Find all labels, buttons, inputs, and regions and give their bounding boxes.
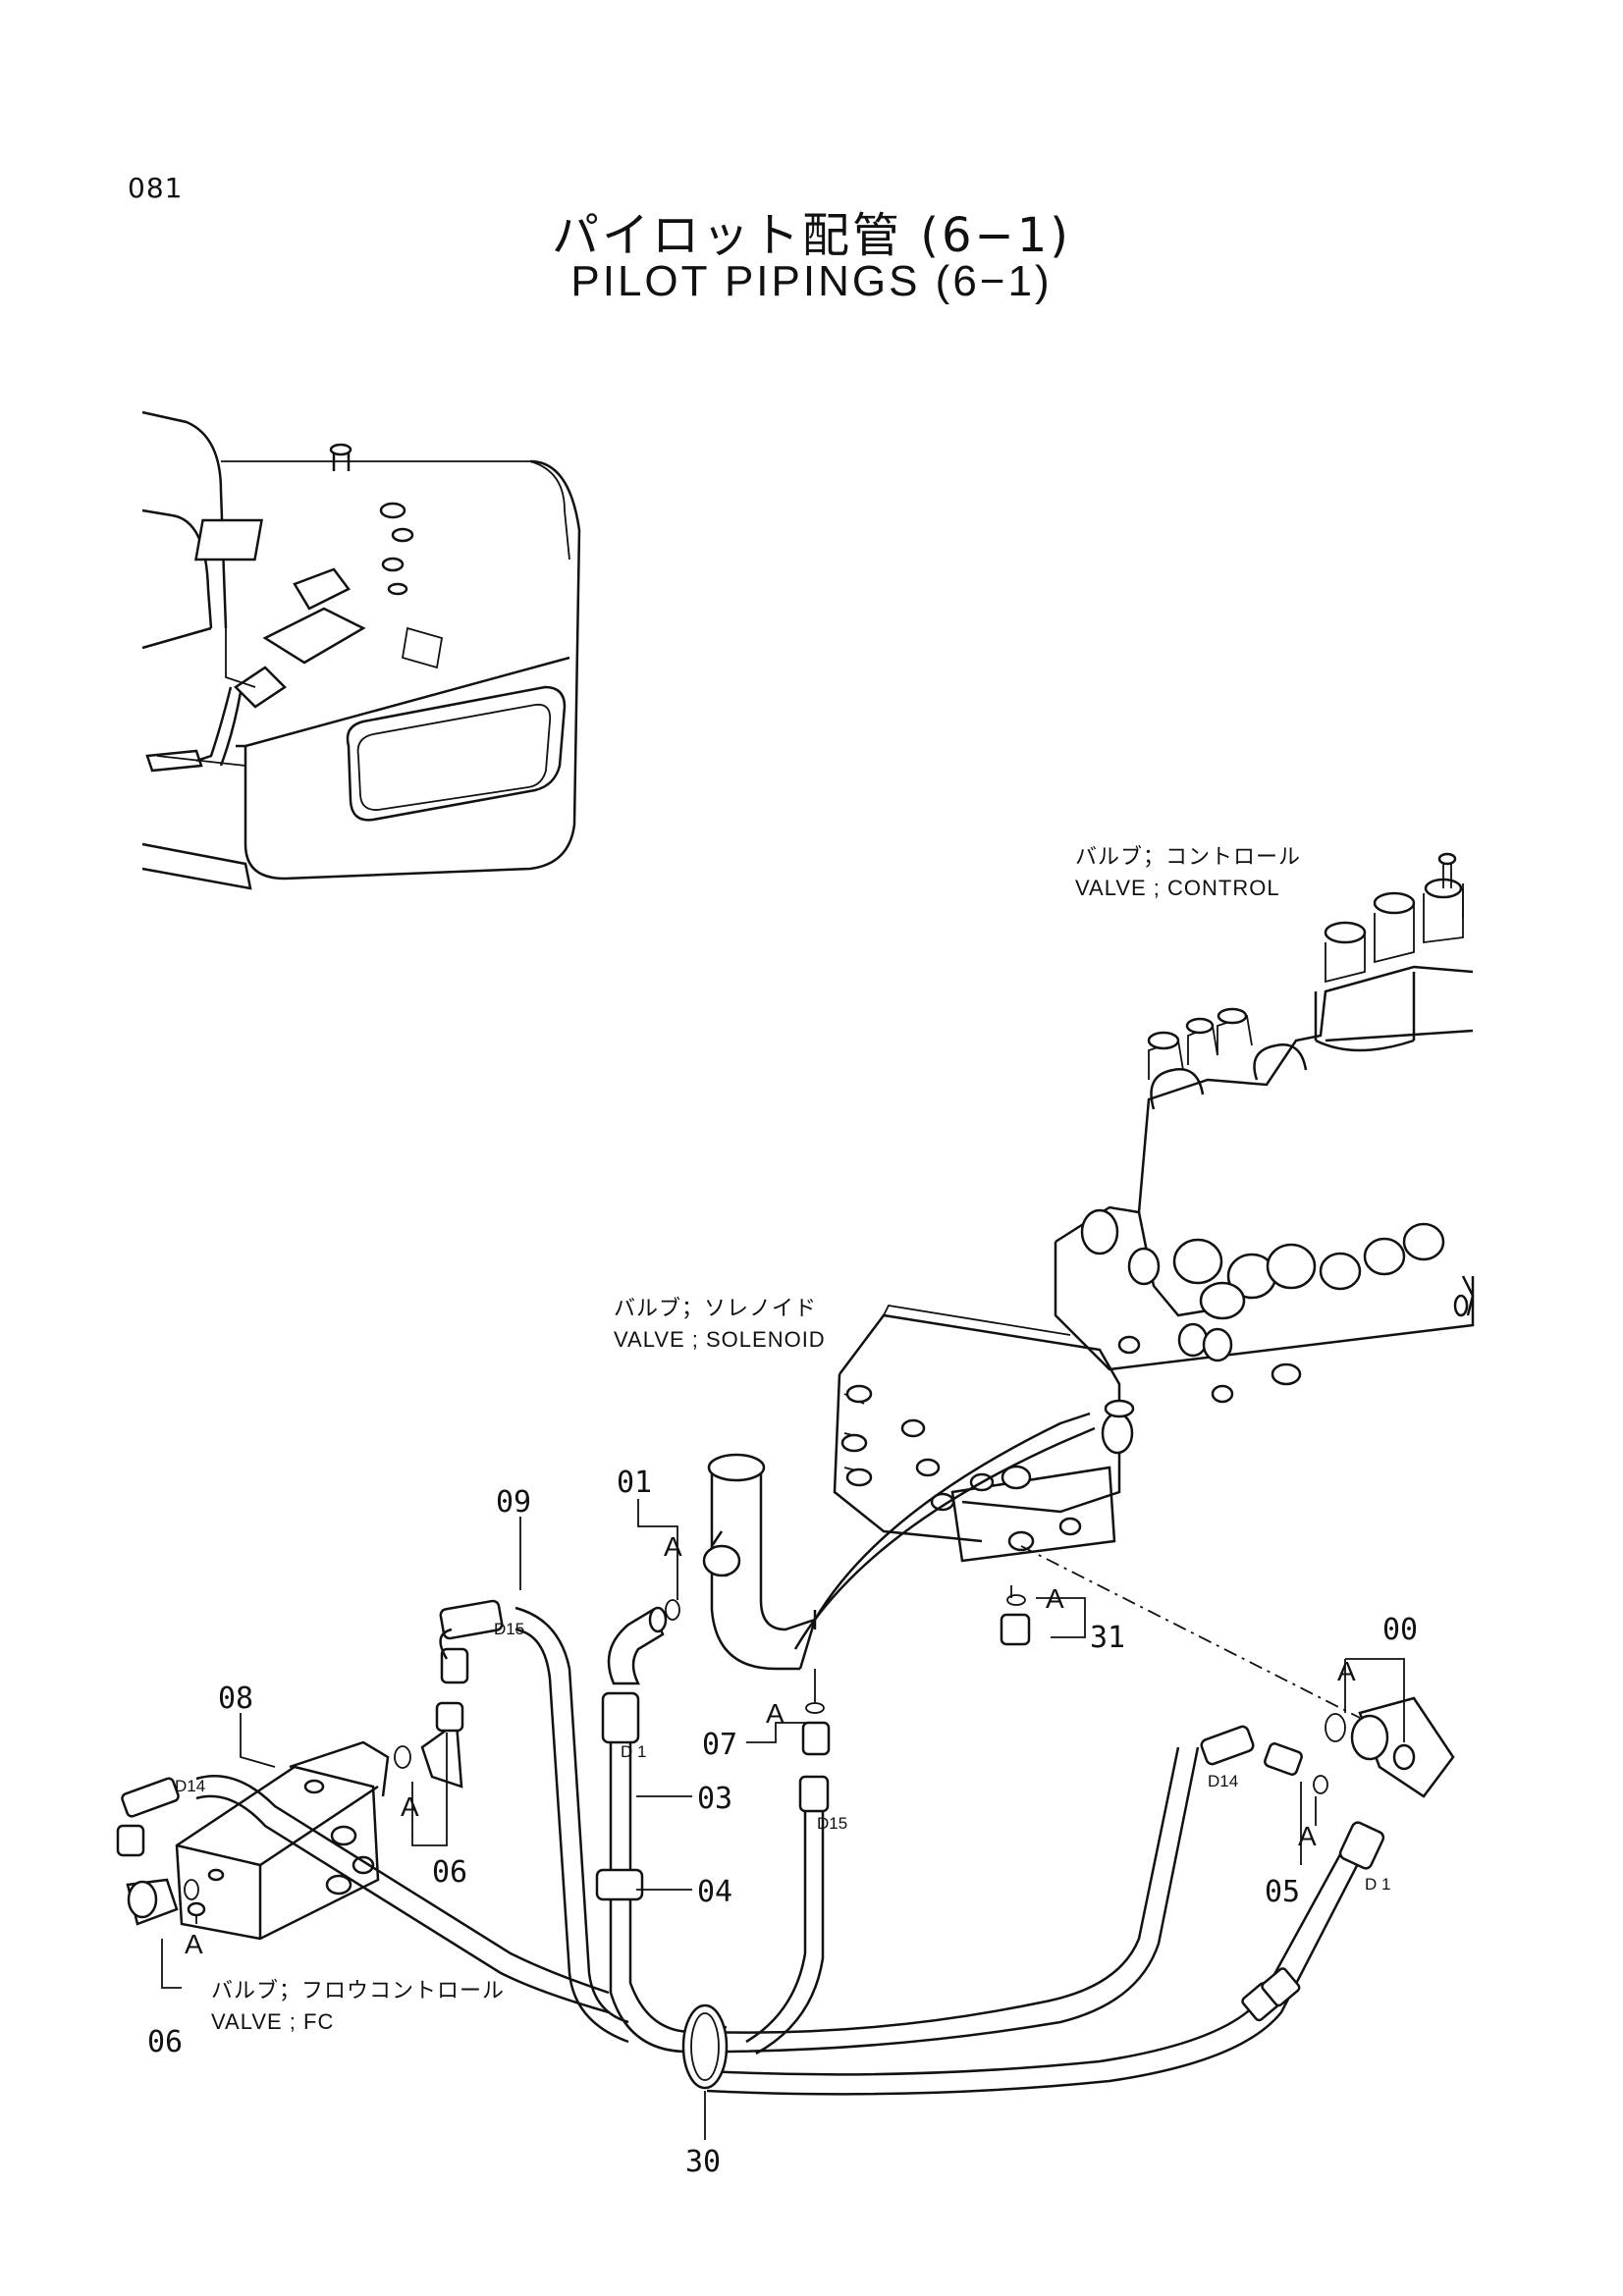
fc-valve-label-jp: バルブ；フロウコントロール: [211, 1978, 505, 2002]
control-valve-label-jp: バルブ；コントロール: [1075, 844, 1301, 869]
hose-lines: [116, 1599, 1385, 2096]
detail-mark-a: A: [1337, 1656, 1356, 1686]
detail-mark-a: A: [664, 1531, 682, 1562]
control-valve-assembly: [1054, 852, 1475, 1404]
hose-tag-d1-right: D 1: [1365, 1875, 1390, 1894]
callout-04: 04: [697, 1875, 732, 1909]
hose-tag-d14-left: D14: [175, 1777, 205, 1795]
detail-mark-a: A: [1046, 1583, 1064, 1614]
control-valve-label-en: VALVE ; CONTROL: [1075, 876, 1280, 900]
fc-valve-label-en: VALVE ; FC: [211, 2009, 334, 2034]
detail-mark-a: A: [1298, 1821, 1317, 1851]
page-title-english: PILOT PIPINGS (6−1): [570, 257, 1053, 305]
callout-30: 30: [685, 2145, 721, 2179]
detail-mark-a: A: [766, 1698, 784, 1729]
hose-tag-d15-top: D15: [494, 1620, 524, 1638]
callout-08: 08: [218, 1682, 253, 1716]
callout-03: 03: [697, 1782, 732, 1816]
solenoid-valve-label-jp: バルブ；ソレノイド: [614, 1296, 817, 1320]
hose-tag-d14-right: D14: [1208, 1772, 1238, 1790]
callout-06-right: 06: [432, 1855, 467, 1890]
hose-tag-d1-left: D 1: [621, 1742, 646, 1761]
callout-07: 07: [702, 1728, 737, 1762]
page-title-japanese: パイロット配管 (6−1): [551, 208, 1071, 263]
solenoid-valve-block: [833, 1305, 1141, 1563]
page-number: 081: [128, 172, 184, 204]
callout-31: 31: [1090, 1621, 1125, 1655]
leader-lines: [161, 1499, 1405, 2140]
detail-mark-a: A: [185, 1929, 203, 1959]
fittings: [126, 1594, 1455, 1926]
solenoid-valve-label-en: VALVE ; SOLENOID: [614, 1327, 826, 1352]
return-pipe: [702, 1412, 1096, 1671]
detail-mark-a: A: [401, 1791, 419, 1822]
callout-05: 05: [1265, 1875, 1300, 1909]
callout-00: 00: [1382, 1613, 1418, 1647]
callout-09: 09: [496, 1485, 531, 1520]
machine-overview-inset: [141, 410, 581, 890]
callout-06-left: 06: [147, 2025, 183, 2059]
callout-01: 01: [617, 1466, 652, 1500]
hose-tag-d15-mid: D15: [817, 1814, 847, 1833]
fc-valve-block: [175, 1740, 390, 1941]
